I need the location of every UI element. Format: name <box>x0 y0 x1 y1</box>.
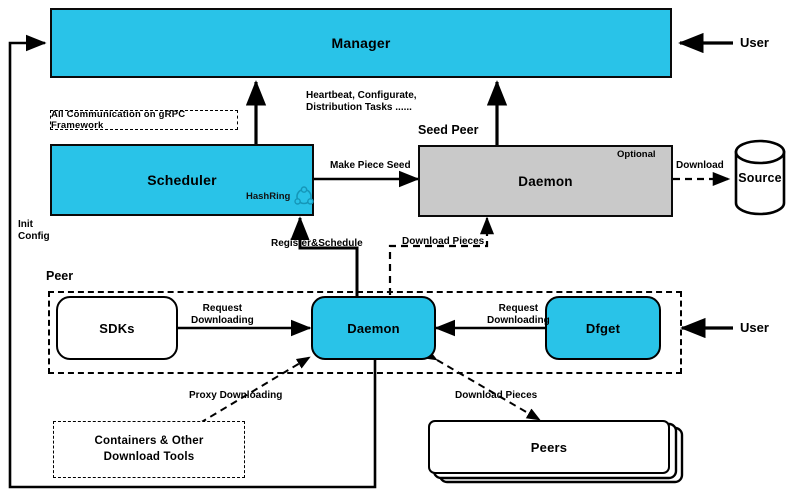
note-grpc-label: All Communication on gRPC Framework <box>51 109 186 131</box>
node-sdks[interactable]: SDKs <box>56 296 178 360</box>
group-label-seed-peer: Seed Peer <box>418 123 479 137</box>
node-manager[interactable]: Manager <box>50 8 672 78</box>
node-peers-label: Peers <box>530 439 568 455</box>
edge-register-schedule <box>290 216 359 298</box>
edge-download-pieces-peers <box>422 348 541 421</box>
edge-label-proxy-downloading: Proxy Downloading <box>189 390 283 401</box>
edge-label-make-piece-seed: Make Piece Seed <box>330 160 411 171</box>
node-seed-peer-daemon[interactable]: Daemon <box>418 145 673 217</box>
edge-download-pieces-seed <box>388 216 495 295</box>
edge-init-config <box>8 34 377 489</box>
seed-peer-optional-badge: Optional <box>617 149 656 160</box>
node-source[interactable]: Source <box>733 162 787 194</box>
node-containers-label: Containers & Other Download Tools <box>94 434 204 463</box>
node-peers[interactable]: Peers <box>428 420 670 474</box>
edge-label-download-source: Download <box>676 160 724 171</box>
edge-proxy-downloading <box>199 356 311 424</box>
node-dfget-label: Dfget <box>585 320 621 336</box>
node-peer-daemon[interactable]: Daemon <box>311 296 436 360</box>
edge-label-request-downloading-dfget: Request Downloading <box>487 303 550 327</box>
edge-label-request-downloading-sdk: Request Downloading <box>191 303 254 327</box>
actor-user-bottom: User <box>740 320 769 335</box>
edge-label-register-schedule: Register&Schedule <box>271 238 363 249</box>
node-source-label: Source <box>738 171 782 185</box>
node-scheduler-label: Scheduler <box>147 172 217 188</box>
peer-group-boundary <box>48 291 682 374</box>
node-dfget[interactable]: Dfget <box>545 296 661 360</box>
hashring-label: HashRing <box>246 190 291 202</box>
node-seed-peer-daemon-label: Daemon <box>518 173 573 189</box>
note-grpc-framework: All Communication on gRPC Framework <box>50 109 238 131</box>
edge-label-init-config: Init Config <box>18 219 50 243</box>
node-sdks-label: SDKs <box>99 320 135 336</box>
hashring-badge: HashRing <box>246 186 315 206</box>
node-peer-daemon-label: Daemon <box>347 320 400 336</box>
edge-label-heartbeat: Heartbeat, Configurate, Distribution Tas… <box>306 90 417 114</box>
actor-user-top: User <box>740 35 769 50</box>
group-label-peer: Peer <box>46 269 74 283</box>
edge-label-download-pieces-peers: Download Pieces <box>455 390 538 401</box>
database-cylinder-icon <box>734 139 786 216</box>
edge-label-download-pieces-seed: Download Pieces <box>402 236 485 247</box>
hashring-icon <box>294 186 315 205</box>
node-containers-download-tools[interactable]: Containers & Other Download Tools <box>53 421 245 478</box>
node-scheduler[interactable]: Scheduler <box>50 144 314 216</box>
node-manager-label: Manager <box>331 35 391 51</box>
